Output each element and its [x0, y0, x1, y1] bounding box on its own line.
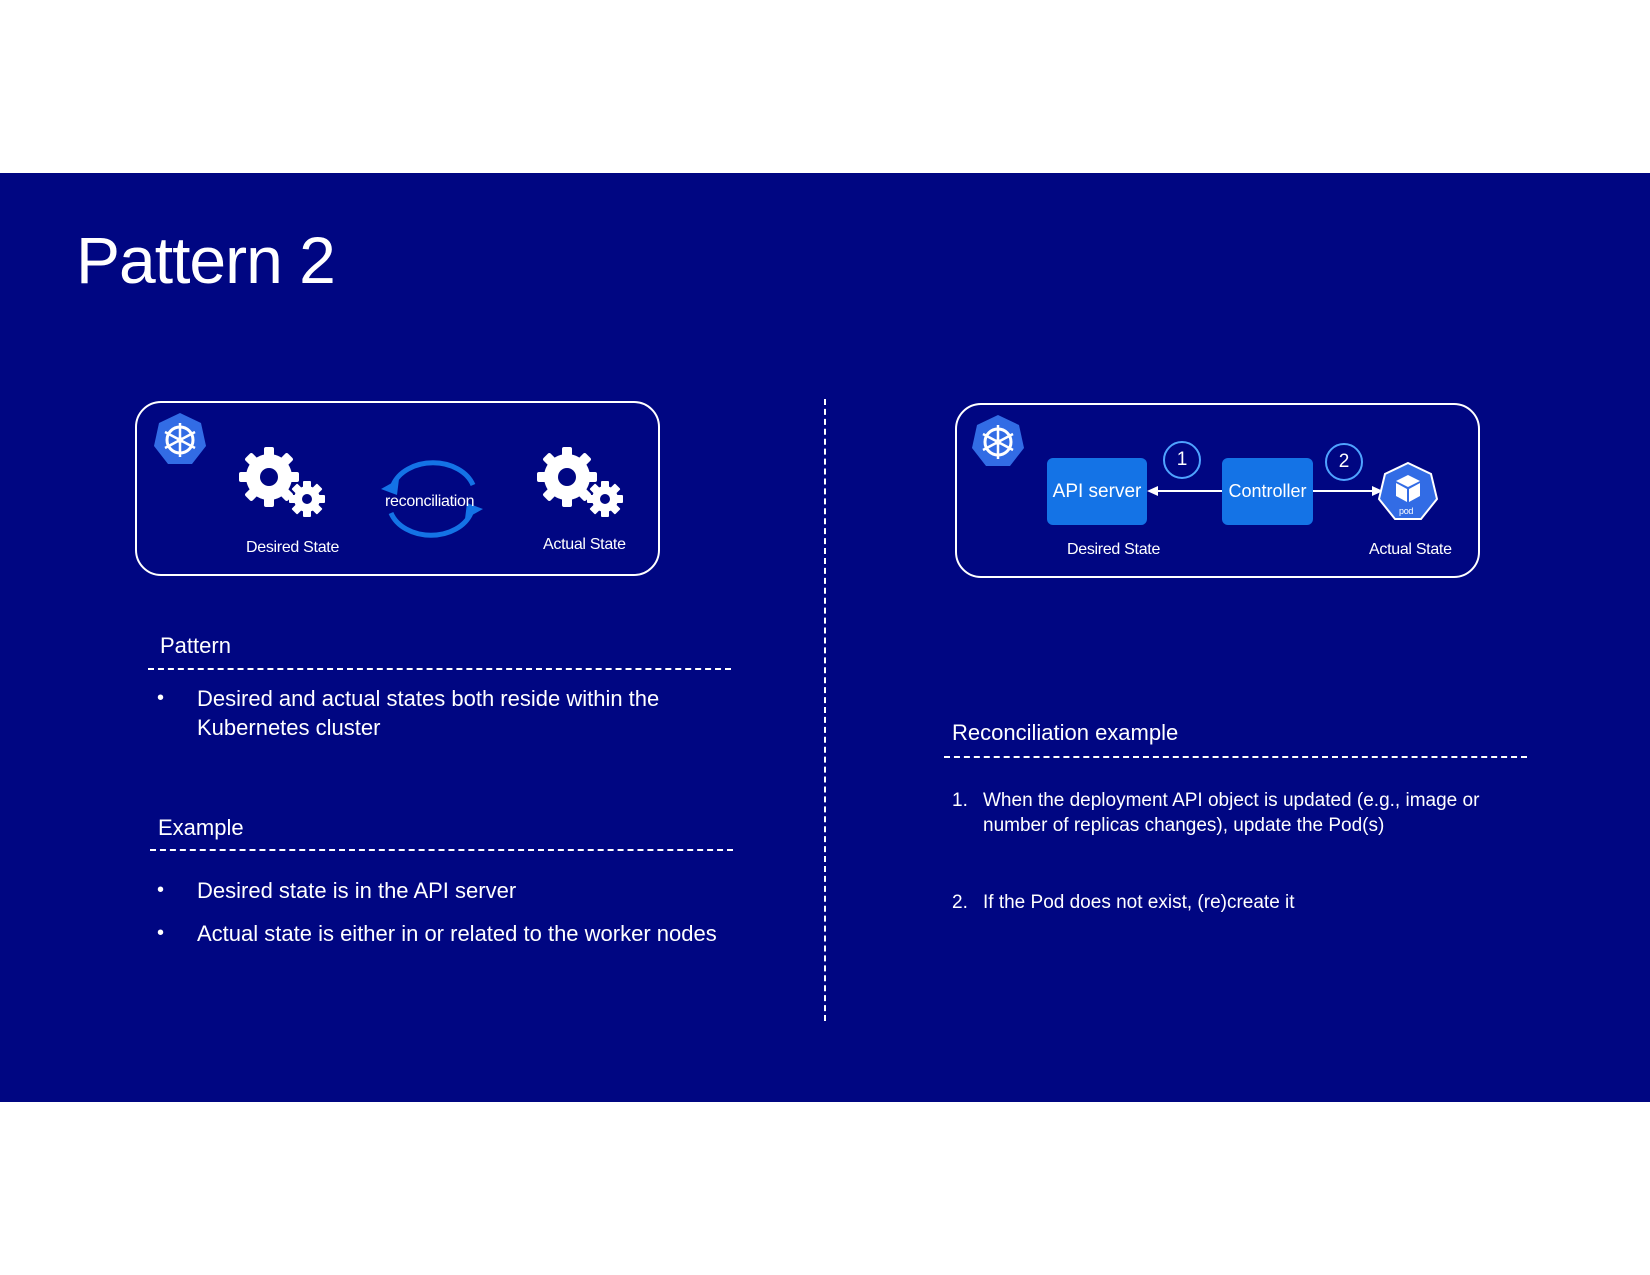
gears-icon	[239, 447, 325, 517]
example-heading: Example	[158, 815, 244, 840]
step-1-badge: 1	[1163, 441, 1201, 479]
list-item: Actual state is either in or related to …	[157, 919, 717, 948]
gears-icon	[537, 447, 623, 517]
right-diagram: API server Controller 1 2 pod Desired St…	[955, 403, 1480, 578]
list-item: 2. If the Pod does not exist, (re)create…	[952, 890, 1522, 915]
api-server-box: API server	[1047, 458, 1147, 525]
pod-icon	[1377, 461, 1439, 520]
pattern-bullets: Desired and actual states both reside wi…	[157, 684, 717, 756]
slide: Pattern 2	[0, 173, 1650, 1102]
list-item: Desired state is in the API server	[157, 876, 717, 905]
desired-state-label: Desired State	[246, 539, 340, 556]
reconciliation-steps: 1. When the deployment API object is upd…	[952, 788, 1522, 915]
reconciliation-rule	[944, 756, 1527, 758]
arrow-to-api-server	[1147, 486, 1222, 496]
left-diagram: Desired State reconciliation	[135, 401, 660, 576]
reconciliation-heading: Reconciliation example	[952, 720, 1179, 745]
step-2-badge: 2	[1325, 443, 1363, 481]
step-number: 2.	[952, 892, 968, 913]
kubernetes-icon	[154, 413, 206, 464]
actual-state-label: Actual State	[1369, 541, 1452, 558]
step-number: 1.	[952, 790, 968, 811]
arrow-to-pod	[1313, 486, 1383, 496]
pod-icon-label: pod	[1399, 506, 1414, 516]
pattern-heading: Pattern	[160, 633, 231, 658]
example-bullets: Desired state is in the API server Actua…	[157, 876, 717, 962]
actual-state-label: Actual State	[543, 536, 626, 553]
vertical-divider	[824, 399, 826, 1021]
list-item: 1. When the deployment API object is upd…	[952, 788, 1522, 838]
reconciliation-label: reconciliation	[385, 493, 475, 510]
reconcile-cycle-icon	[381, 460, 483, 538]
list-item: Desired and actual states both reside wi…	[157, 684, 717, 742]
desired-state-label: Desired State	[1067, 541, 1161, 558]
kubernetes-icon	[972, 415, 1024, 466]
pattern-rule	[148, 668, 731, 670]
step-text: When the deployment API object is update…	[983, 790, 1480, 836]
step-text: If the Pod does not exist, (re)create it	[983, 892, 1295, 913]
page-title: Pattern 2	[76, 223, 336, 297]
example-rule	[150, 849, 733, 851]
controller-box: Controller	[1222, 458, 1313, 525]
